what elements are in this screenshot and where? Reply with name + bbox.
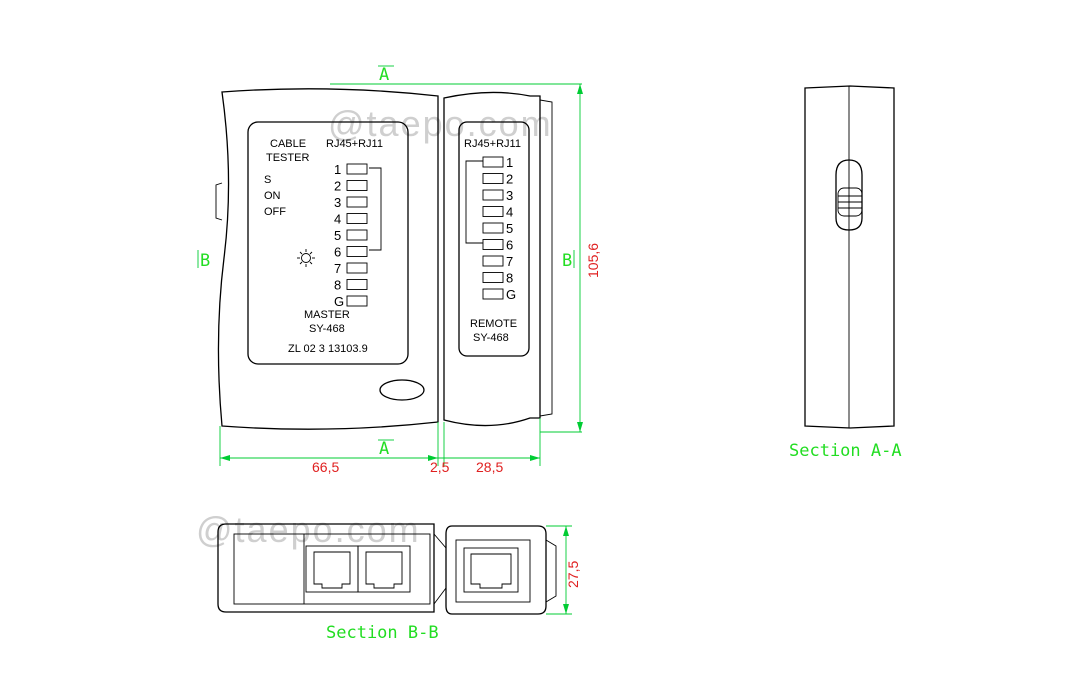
master-led-column: 1 23 45 67 8G [334,162,368,309]
remote-port-label: RJ45+RJ11 [464,138,521,150]
master-led-label: 7 [334,261,341,276]
master-serial: ZL 02 3 13103.9 [288,343,368,355]
remote-unit-front: RJ45+RJ11 1 23 45 67 8G REMOTE SY-468 [443,91,553,427]
watermark: @taepo.com [196,509,421,550]
remote-led-5 [482,222,504,234]
switch-label-s: S [264,174,271,186]
remote-led-label: 2 [506,172,513,187]
section-aa-outline [804,85,895,429]
master-led-label: 8 [334,278,341,293]
remote-led-column: 1 23 45 67 8G [482,155,516,302]
master-led-label: 2 [334,179,341,194]
master-name: MASTER [304,309,350,321]
master-led-label: 5 [334,228,341,243]
remote-led-label: G [506,287,516,302]
remote-led-7 [482,255,504,267]
master-led-1 [346,163,368,175]
remote-led-label: 3 [506,188,513,203]
remote-bottom-inner [455,539,531,603]
slide-switch-slot [835,159,863,231]
remote-led-label: 1 [506,155,513,170]
master-bottom-outline [217,523,435,613]
section-mark-a-top: A [379,65,389,85]
front-dimensions: 105,6 66,5 2,5 28,5 [219,83,601,475]
remote-led-2 [482,173,504,184]
master-led-g [346,295,368,307]
section-markers: A A B B [197,65,575,459]
master-bottom-inner [233,533,431,605]
section-bb-title: Section B-B [326,623,439,643]
master-led-label: 4 [334,212,341,227]
remote-led-label: 4 [506,205,513,220]
dim-gap: 2,5 [430,459,450,475]
remote-led-bracket [465,160,483,244]
master-led-label: 3 [334,195,341,210]
master-label-panel [247,121,409,365]
master-button-oval [379,379,425,401]
remote-led-label: 5 [506,221,513,236]
watermark: @taepo.com [328,103,553,144]
remote-led-label: 7 [506,254,513,269]
switch-label-on: ON [264,190,281,202]
remote-led-label: 6 [506,238,513,253]
remote-bottom-outline [445,525,547,615]
rj45-port [463,547,519,593]
remote-led-label: 8 [506,271,513,286]
section-mark-a-bottom: A [379,439,389,459]
rj45-port [357,545,411,593]
master-led-2 [346,180,368,191]
section-aa-title: Section A-A [789,441,902,461]
master-led-8 [346,279,368,290]
master-port-label: RJ45+RJ11 [326,138,383,150]
master-led-label: 6 [334,245,341,260]
remote-led-g [482,288,504,300]
section-aa-view: Section A-A [789,85,902,461]
remote-led-3 [482,189,504,201]
master-led-bracket [369,167,382,251]
master-model: SY-468 [309,323,345,335]
switch-label-off: OFF [264,206,286,218]
master-led-4 [346,213,368,224]
master-switch-tab [215,182,223,221]
master-led-7 [346,262,368,274]
master-led-5 [346,229,368,241]
master-title-line1: CABLE [270,138,306,150]
power-indicator-icon [297,249,315,267]
section-mark-b-right: B [562,251,572,271]
master-unit-front: CABLE TESTER RJ45+RJ11 S ON OFF 1 23 45 67 8… [215,88,439,430]
master-led-6 [346,246,368,257]
dim-thickness: 27,5 [565,561,581,588]
master-body-outline [217,88,439,430]
remote-led-1 [482,156,504,168]
section-mark-b-left: B [200,251,210,271]
dim-height: 105,6 [585,243,601,278]
remote-side-lip [539,99,553,417]
dim-master-width: 66,5 [312,459,339,475]
master-title-line2: TESTER [266,152,309,164]
dim-remote-width: 28,5 [476,459,503,475]
master-led-3 [346,196,368,208]
remote-label-panel [458,121,530,357]
section-bb-view: 27,5 Section B-B [217,523,581,643]
master-led-label: 1 [334,162,341,177]
remote-name: REMOTE [470,318,517,330]
master-led-label: G [334,294,344,309]
remote-led-6 [482,239,504,250]
remote-model: SY-468 [473,332,509,344]
remote-led-8 [482,272,504,283]
remote-led-4 [482,206,504,217]
